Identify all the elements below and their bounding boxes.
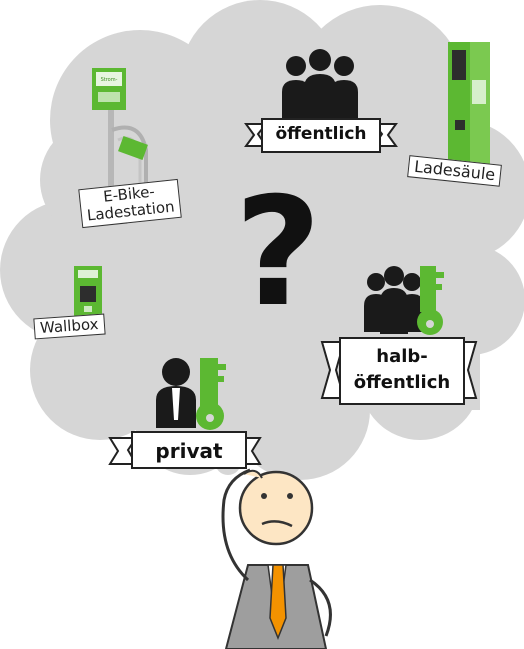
wallbox-image	[74, 266, 102, 320]
people-group-key-icon	[364, 266, 444, 335]
banner-privat-text: privat	[155, 439, 223, 463]
banner-halb-oeffentlich: halb- öffentlich	[340, 344, 464, 396]
banner-halb-line2: öffentlich	[353, 372, 451, 393]
charging-column-image	[442, 42, 496, 170]
thinking-man	[221, 468, 332, 649]
people-group-icon	[282, 49, 358, 118]
banner-shapes	[108, 118, 478, 469]
banner-privat: privat	[132, 439, 246, 463]
banner-oeffentlich: öffentlich	[262, 124, 380, 144]
banner-halb-line1: halb-	[376, 346, 428, 367]
question-mark-icon: ?	[234, 166, 322, 340]
person-key-icon	[156, 358, 226, 430]
svg-text:Strom-: Strom-	[101, 77, 118, 83]
ebike-station-image: Strom-	[92, 68, 148, 196]
banner-oeffentlich-text: öffentlich	[275, 124, 367, 144]
